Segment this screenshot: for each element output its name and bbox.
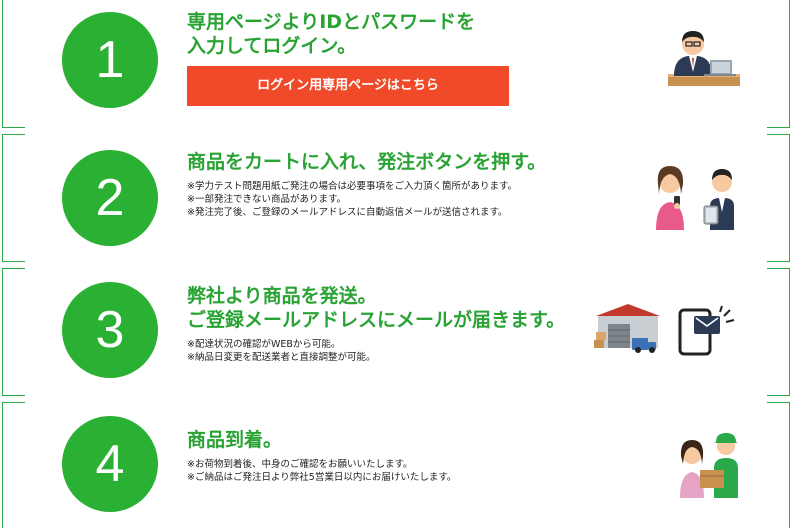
person-at-laptop-icon	[668, 31, 740, 86]
step-note: ※学力テスト問題用紙ご発注の場合は必要事項をご入力頂く箇所があります。	[187, 181, 518, 192]
step-title-line: 商品をカートに入れ、発注ボタンを押す。	[187, 151, 547, 173]
frame-left	[2, 268, 25, 396]
step-number-badge: 3	[62, 282, 158, 378]
step-content: 弊社より商品を発送。 ご登録メールアドレスにメールが届きます。 ※配達状況の確認…	[187, 284, 565, 364]
step-note: ※納品日変更を配送業者と直接調整が可能。	[187, 352, 376, 363]
step-2: 2 商品をカートに入れ、発注ボタンを押す。 ※学力テスト問題用紙ご発注の場合は必…	[0, 134, 792, 262]
step-notes: ※学力テスト問題用紙ご発注の場合は必要事項をご入力頂く箇所があります。 ※一部発…	[187, 180, 546, 219]
delivery-handover-icon	[680, 433, 738, 498]
frame-left	[2, 0, 25, 128]
step-notes: ※お荷物到着後、中身のご確認をお願いいたします。 ※ご納品はご発注日より弊社5営…	[187, 458, 456, 484]
step-title-line: 入力してログイン。	[187, 35, 357, 57]
step-number-badge: 2	[62, 150, 158, 246]
frame-right	[767, 0, 790, 128]
frame-left	[2, 402, 25, 528]
people-with-devices-icon	[656, 166, 734, 230]
frame-left	[2, 134, 25, 262]
step-4: 4 商品到着。 ※お荷物到着後、中身のご確認をお願いいたします。 ※ご納品はご発…	[0, 402, 792, 528]
warehouse-icon	[594, 304, 660, 353]
step-number-badge: 1	[62, 12, 158, 108]
step-title-line: ご登録メールアドレスにメールが届きます。	[187, 309, 566, 331]
step-content: 商品到着。 ※お荷物到着後、中身のご確認をお願いいたします。 ※ご納品はご発注日…	[187, 428, 456, 484]
step-title-line: 専用ページよりIDとパスワードを	[187, 11, 476, 33]
frame-right	[767, 134, 790, 262]
step-notes: ※配達状況の確認がWEBから可能。 ※納品日変更を配送業者と直接調整が可能。	[187, 338, 565, 364]
step-content: 専用ページよりIDとパスワードを 入力してログイン。 ログイン用専用ページはこち…	[187, 10, 509, 106]
step-note: ※発注完了後、ご登録のメールアドレスに自動返信メールが送信されます。	[187, 207, 508, 218]
login-page-button[interactable]: ログイン用専用ページはこちら	[187, 66, 509, 106]
step-note: ※ご納品はご発注日より弊社5営業日以内にお届けいたします。	[187, 472, 457, 483]
frame-right	[767, 268, 790, 396]
step-note: ※一部発注できない商品があります。	[187, 194, 347, 205]
phone-mail-icon	[678, 305, 735, 356]
frame-right	[767, 402, 790, 528]
step-1: 1 専用ページよりIDとパスワードを 入力してログイン。 ログイン用専用ページは…	[0, 0, 792, 128]
step-content: 商品をカートに入れ、発注ボタンを押す。 ※学力テスト問題用紙ご発注の場合は必要事…	[187, 150, 546, 219]
step-title-line: 弊社より商品を発送。	[187, 285, 377, 307]
step-note: ※お荷物到着後、中身のご確認をお願いいたします。	[187, 459, 413, 470]
step-number-badge: 4	[62, 416, 158, 512]
step-title-line: 商品到着。	[187, 429, 283, 451]
step-note: ※配達状況の確認がWEBから可能。	[187, 339, 341, 350]
step-3: 3 弊社より商品を発送。 ご登録メールアドレスにメールが届きます。 ※配達状況の…	[0, 268, 792, 396]
